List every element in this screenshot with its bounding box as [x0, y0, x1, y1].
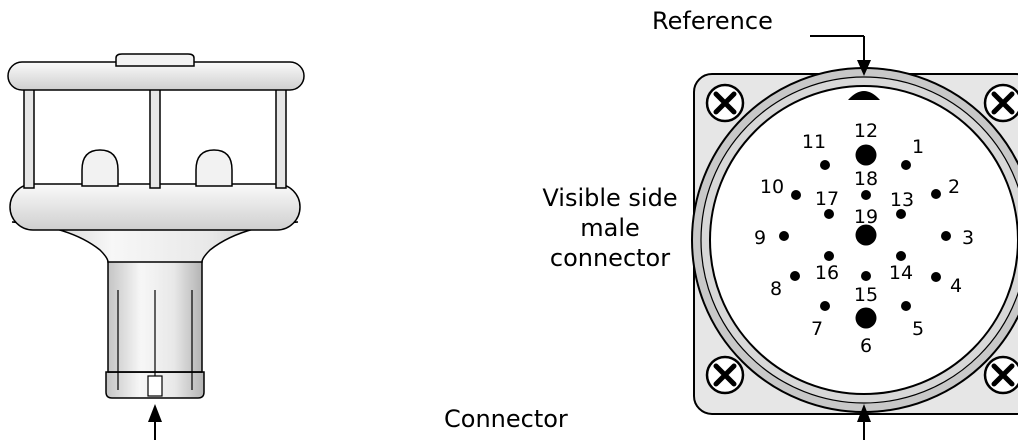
pin-label-18: 18	[854, 168, 878, 190]
pin-label-14: 14	[889, 262, 913, 284]
pin-19	[855, 224, 877, 246]
pin-label-9: 9	[754, 227, 766, 249]
pin-14	[896, 251, 906, 261]
pin-10	[791, 190, 801, 200]
pin-label-19: 19	[854, 206, 878, 228]
pin-label-6: 6	[860, 335, 872, 357]
pin-label-5: 5	[912, 318, 924, 340]
pin-label-15: 15	[854, 284, 878, 306]
sensor-pillar-center	[149, 83, 161, 189]
ultrasonic-sensor-illustration	[7, 53, 305, 399]
pin-1	[901, 160, 911, 170]
pin-17	[824, 209, 834, 219]
pin-13	[896, 209, 906, 219]
visible-side-label: Visible side male connector	[542, 184, 678, 272]
pin-label-16: 16	[815, 262, 839, 284]
pin-5	[901, 301, 911, 311]
pin-18	[861, 190, 871, 200]
pin-label-2: 2	[948, 176, 960, 198]
pin-9	[779, 231, 789, 241]
reference-arrow	[810, 35, 871, 76]
connector-label: Connector	[444, 405, 568, 433]
sensor-neck	[11, 221, 299, 263]
sensor-pillar-right	[275, 83, 287, 189]
transducer-right	[195, 149, 233, 187]
pin-label-1: 1	[912, 136, 924, 158]
pin-4	[931, 272, 941, 282]
pin-label-12: 12	[854, 120, 878, 142]
pin-3	[941, 231, 951, 241]
pin-7	[820, 301, 830, 311]
screw-bottom-right	[983, 355, 1018, 395]
screw-top-right	[983, 83, 1018, 123]
sensor-pillar-left	[23, 83, 35, 189]
pin-8	[790, 271, 800, 281]
pin-6	[855, 307, 877, 329]
pin-label-13: 13	[890, 189, 914, 211]
transducer-left	[81, 149, 119, 187]
reference-key	[848, 91, 880, 100]
pin-16	[824, 251, 834, 261]
screw-top-left	[705, 83, 745, 123]
pin-label-10: 10	[760, 176, 784, 198]
pin-label-4: 4	[950, 275, 962, 297]
sensor-connector-arrow	[148, 404, 162, 440]
pin-label-3: 3	[962, 227, 974, 249]
pin-label-17: 17	[815, 188, 839, 210]
pin-15	[861, 271, 871, 281]
connector-bottom-arrow	[857, 404, 871, 440]
reference-label: Reference	[652, 7, 773, 35]
pin-12	[855, 144, 877, 166]
screw-bottom-left	[705, 355, 745, 395]
sensor-top-cap	[115, 53, 195, 67]
pin-2	[931, 189, 941, 199]
pin-11	[820, 160, 830, 170]
pin-label-8: 8	[770, 278, 782, 300]
pin-label-7: 7	[811, 318, 823, 340]
sensor-lower-disc	[9, 183, 301, 231]
pin-label-11: 11	[802, 131, 826, 153]
